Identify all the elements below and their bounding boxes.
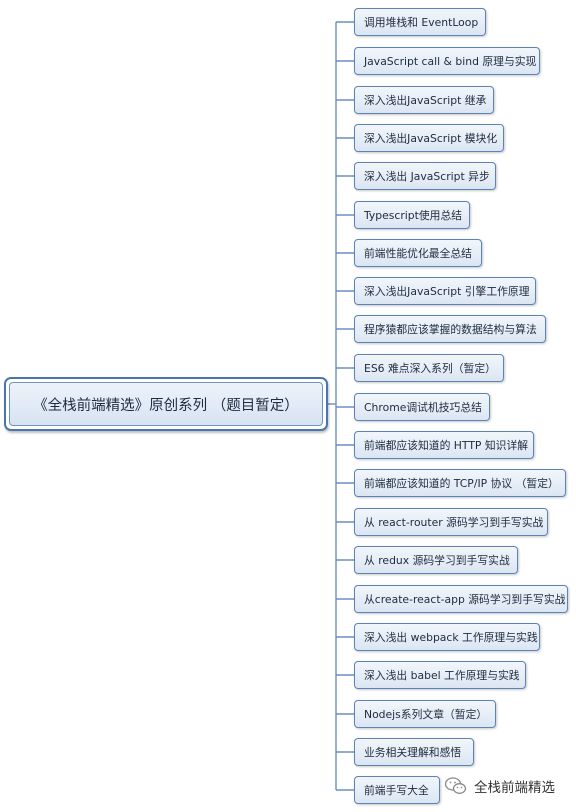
branch-topic[interactable]: 程序猿都应该掌握的数据结构与算法	[354, 315, 546, 343]
watermark-text: 全栈前端精选	[474, 780, 555, 796]
branch-topic[interactable]: 深入浅出JavaScript 继承	[354, 86, 494, 114]
branch-topic[interactable]: ES6 难点深入系列（暂定）	[354, 354, 504, 382]
branch-topic[interactable]: JavaScript call & bind 原理与实现	[354, 47, 540, 75]
branch-topic[interactable]: 深入浅出JavaScript 引擎工作原理	[354, 277, 536, 305]
branch-topic[interactable]: 深入浅出 JavaScript 异步	[354, 162, 496, 190]
branch-topic[interactable]: Chrome调试机技巧总结	[354, 393, 490, 421]
branch-topic[interactable]: Typescript使用总结	[354, 201, 470, 229]
branch-topic[interactable]: 前端都应该知道的 TCP/IP 协议 （暂定）	[354, 469, 566, 497]
watermark: 全栈前端精选	[444, 776, 555, 796]
root-topic-label: 《全栈前端精选》原创系列 （题目暂定）	[9, 382, 323, 426]
branch-topic[interactable]: 业务相关理解和感悟	[354, 738, 474, 766]
root-topic[interactable]: 《全栈前端精选》原创系列 （题目暂定）	[4, 377, 328, 431]
branch-topic[interactable]: Nodejs系列文章（暂定）	[354, 700, 496, 728]
branch-topic[interactable]: 前端性能优化最全总结	[354, 239, 482, 267]
branch-topic[interactable]: 深入浅出 webpack 工作原理与实践	[354, 623, 540, 651]
branch-topic[interactable]: 从create-react-app 源码学习到手写实战	[354, 585, 568, 613]
branch-topic[interactable]: 从 redux 源码学习到手写实战	[354, 546, 518, 574]
branch-topic[interactable]: 调用堆栈和 EventLoop	[354, 8, 486, 36]
branch-topic[interactable]: 前端手写大全	[354, 776, 440, 804]
branch-topic[interactable]: 深入浅出 babel 工作原理与实践	[354, 661, 526, 689]
branch-topic[interactable]: 从 react-router 源码学习到手写实战	[354, 508, 548, 536]
wechat-icon	[444, 777, 467, 794]
branch-topic[interactable]: 深入浅出JavaScript 模块化	[354, 124, 504, 152]
branch-topic[interactable]: 前端都应该知道的 HTTP 知识详解	[354, 431, 534, 459]
